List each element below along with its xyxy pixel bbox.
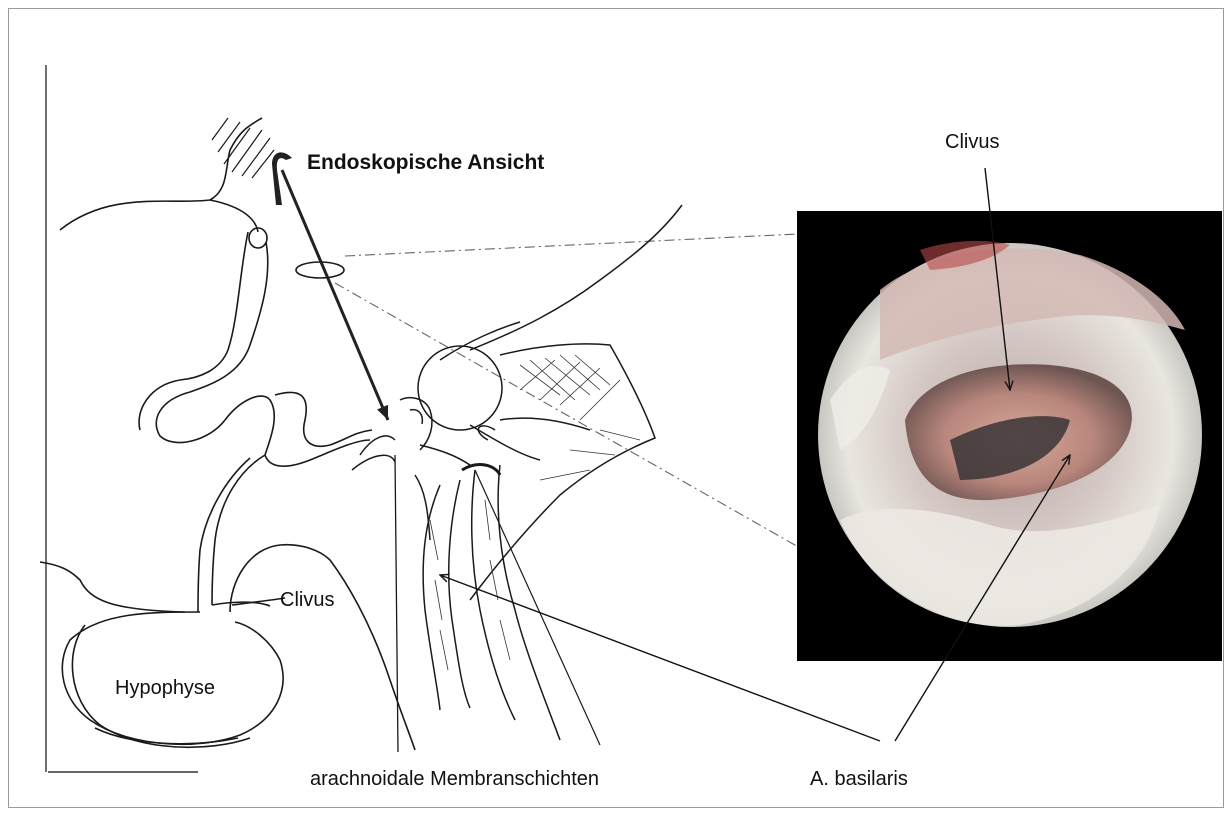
focus-ellipse [296,262,344,278]
hypophyse-label: Hypophyse [115,677,215,700]
arachnoid-pointer-line [395,455,398,752]
clivus-photo-label: Clivus [945,131,999,154]
ventricle-drawing [40,118,415,750]
endoscopic-view-label: Endoskopische Ansicht [307,151,544,175]
clivus-drawing-label: Clivus [280,589,334,612]
stalk-line [475,470,600,745]
hatched-structure [212,118,274,178]
endoscopic-view-arrow [282,170,388,420]
posterior-hatching [430,355,640,670]
endoscope-tip [272,152,292,205]
endoscopic-photo [797,211,1222,661]
projection-line-top [345,234,798,256]
brainstem-drawing [352,205,682,740]
basilaris-label: A. basilaris [810,768,908,791]
arachnoid-label: arachnoidale Membranschichten [310,768,599,791]
